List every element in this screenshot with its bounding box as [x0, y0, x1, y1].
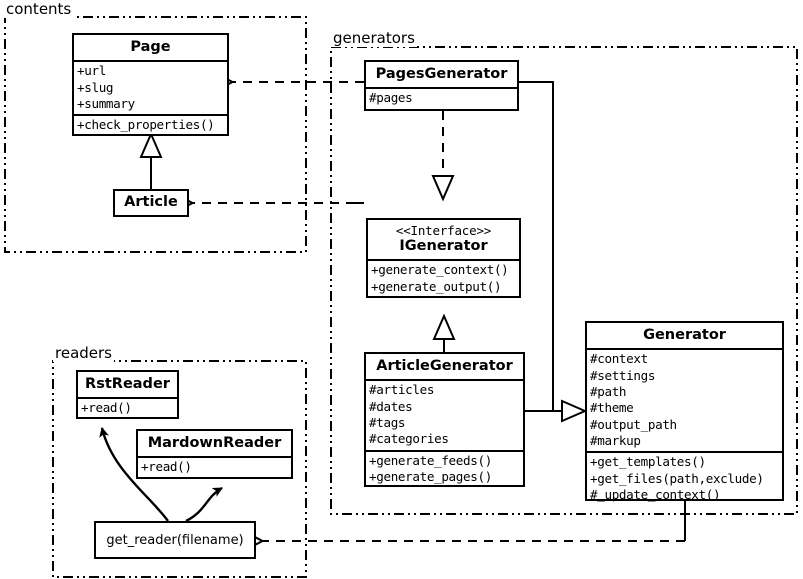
method: +generate_pages() [369, 469, 492, 485]
class-generator-title: Generator [643, 327, 726, 343]
attribute: +slug [77, 79, 114, 95]
attribute: #tags [369, 414, 406, 430]
class-igenerator[interactable]: <<Interface>> IGenerator +generate_conte… [366, 218, 521, 298]
attribute: #context [590, 351, 648, 367]
class-rst-reader-methods: +read() [78, 397, 177, 418]
relation-pagesgenerator-to-igenerator [431, 111, 455, 202]
method: +get_files(path,exclude) [590, 470, 764, 486]
class-article-generator[interactable]: ArticleGenerator #articles #dates #tags … [364, 352, 525, 487]
attribute: #dates [369, 398, 413, 414]
package-label-readers: readers [53, 344, 114, 362]
method: +generate_output() [371, 278, 502, 294]
attribute: #pages [369, 90, 413, 106]
relation-getreader-to-mardownreader [185, 486, 223, 523]
class-igenerator-stereotype: <<Interface>> [395, 223, 492, 238]
method: +read() [81, 400, 132, 416]
class-mardown-reader-methods: +read() [138, 456, 291, 477]
class-rst-reader-title: RstReader [85, 376, 170, 392]
class-igenerator-name: IGenerator [399, 238, 488, 254]
method: +generate_feeds() [369, 452, 492, 468]
class-pages-generator-attributes: #pages [366, 87, 517, 108]
method: +check_properties() [77, 117, 215, 133]
package-label-generators: generators [331, 29, 417, 47]
class-mardown-reader-title: MardownReader [147, 435, 282, 451]
relation-articlegenerator-to-igenerator [432, 313, 456, 352]
class-generator-methods: +get_templates() +get_files(path,exclude… [587, 451, 782, 505]
relation-article-to-page [139, 131, 163, 189]
class-igenerator-title: <<Interface>> IGenerator [368, 220, 519, 259]
method: +get_templates() [590, 454, 706, 470]
relation-generators-to-generator [519, 81, 588, 423]
class-page-title: Page [130, 39, 171, 55]
attribute: #settings [590, 367, 656, 383]
class-page-attributes: +url +slug +summary [74, 60, 227, 114]
method: +generate_context() [371, 262, 509, 278]
package-label-contents: contents [4, 0, 74, 18]
attribute: #path [590, 383, 627, 399]
class-article[interactable]: Article [113, 189, 189, 217]
attribute: +summary [77, 95, 135, 111]
class-page-methods: +check_properties() [74, 114, 227, 135]
class-igenerator-methods: +generate_context() +generate_output() [368, 259, 519, 297]
class-article-generator-title: ArticleGenerator [376, 358, 513, 374]
function-get-reader[interactable]: get_reader(filename) [94, 521, 256, 559]
attribute: #categories [369, 431, 449, 447]
class-page[interactable]: Page +url +slug +summary +check_properti… [72, 33, 229, 136]
method: +read() [141, 459, 192, 475]
attribute: #markup [590, 433, 641, 449]
attribute: #theme [590, 400, 634, 416]
attribute: #articles [369, 382, 435, 398]
class-mardown-reader[interactable]: MardownReader +read() [136, 429, 293, 479]
class-generator-attributes: #context #settings #path #theme #output_… [587, 348, 782, 451]
attribute: +url [77, 63, 106, 79]
attribute: #output_path [590, 416, 677, 432]
method: #_update_context() [590, 487, 721, 503]
class-generator[interactable]: Generator #context #settings #path #them… [585, 321, 784, 502]
class-pages-generator[interactable]: PagesGenerator #pages [364, 60, 519, 111]
class-article-title: Article [124, 194, 178, 210]
class-article-generator-attributes: #articles #dates #tags #categories [366, 379, 523, 449]
function-get-reader-label: get_reader(filename) [106, 532, 244, 548]
relation-generator-to-getreader [262, 501, 686, 541]
class-rst-reader[interactable]: RstReader +read() [76, 370, 179, 419]
class-pages-generator-title: PagesGenerator [375, 66, 508, 82]
class-article-generator-methods: +generate_feeds() +generate_pages() [366, 449, 523, 488]
